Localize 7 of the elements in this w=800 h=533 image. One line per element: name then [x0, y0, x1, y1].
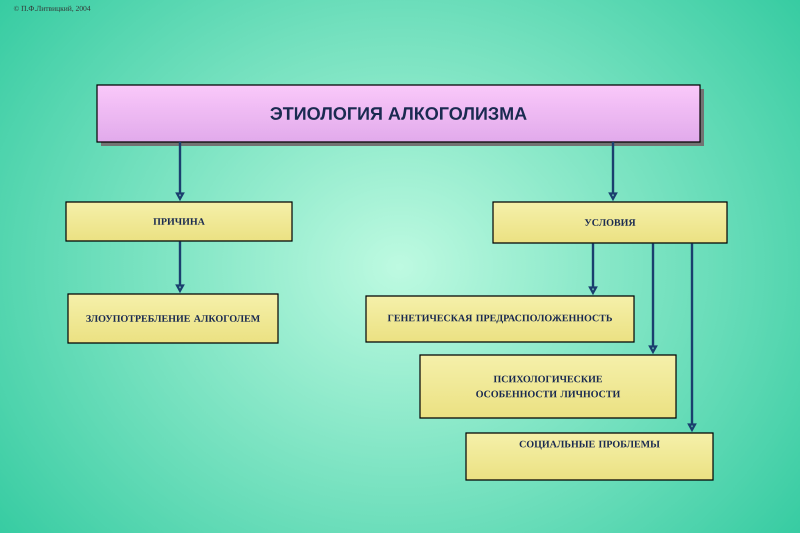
text-box: ГЕНЕТИЧЕСКАЯ ПРЕДРАСПОЛОЖЕННОСТЬ	[365, 295, 635, 343]
text-box: ПРИЧИНА	[65, 201, 293, 242]
text-box: УСЛОВИЯ	[492, 201, 728, 244]
title-box: ЭТИОЛОГИЯ АЛКОГОЛИЗМА	[96, 84, 704, 146]
text-box: ЗЛОУПОТРЕБЛЕНИЕ АЛКОГОЛЕМ	[67, 293, 279, 344]
text-box: ПСИХОЛОГИЧЕСКИЕ ОСОБЕННОСТИ ЛИЧНОСТИ	[419, 354, 677, 419]
text-box: СОЦИАЛЬНЫЕ ПРОБЛЕМЫ	[465, 432, 714, 481]
